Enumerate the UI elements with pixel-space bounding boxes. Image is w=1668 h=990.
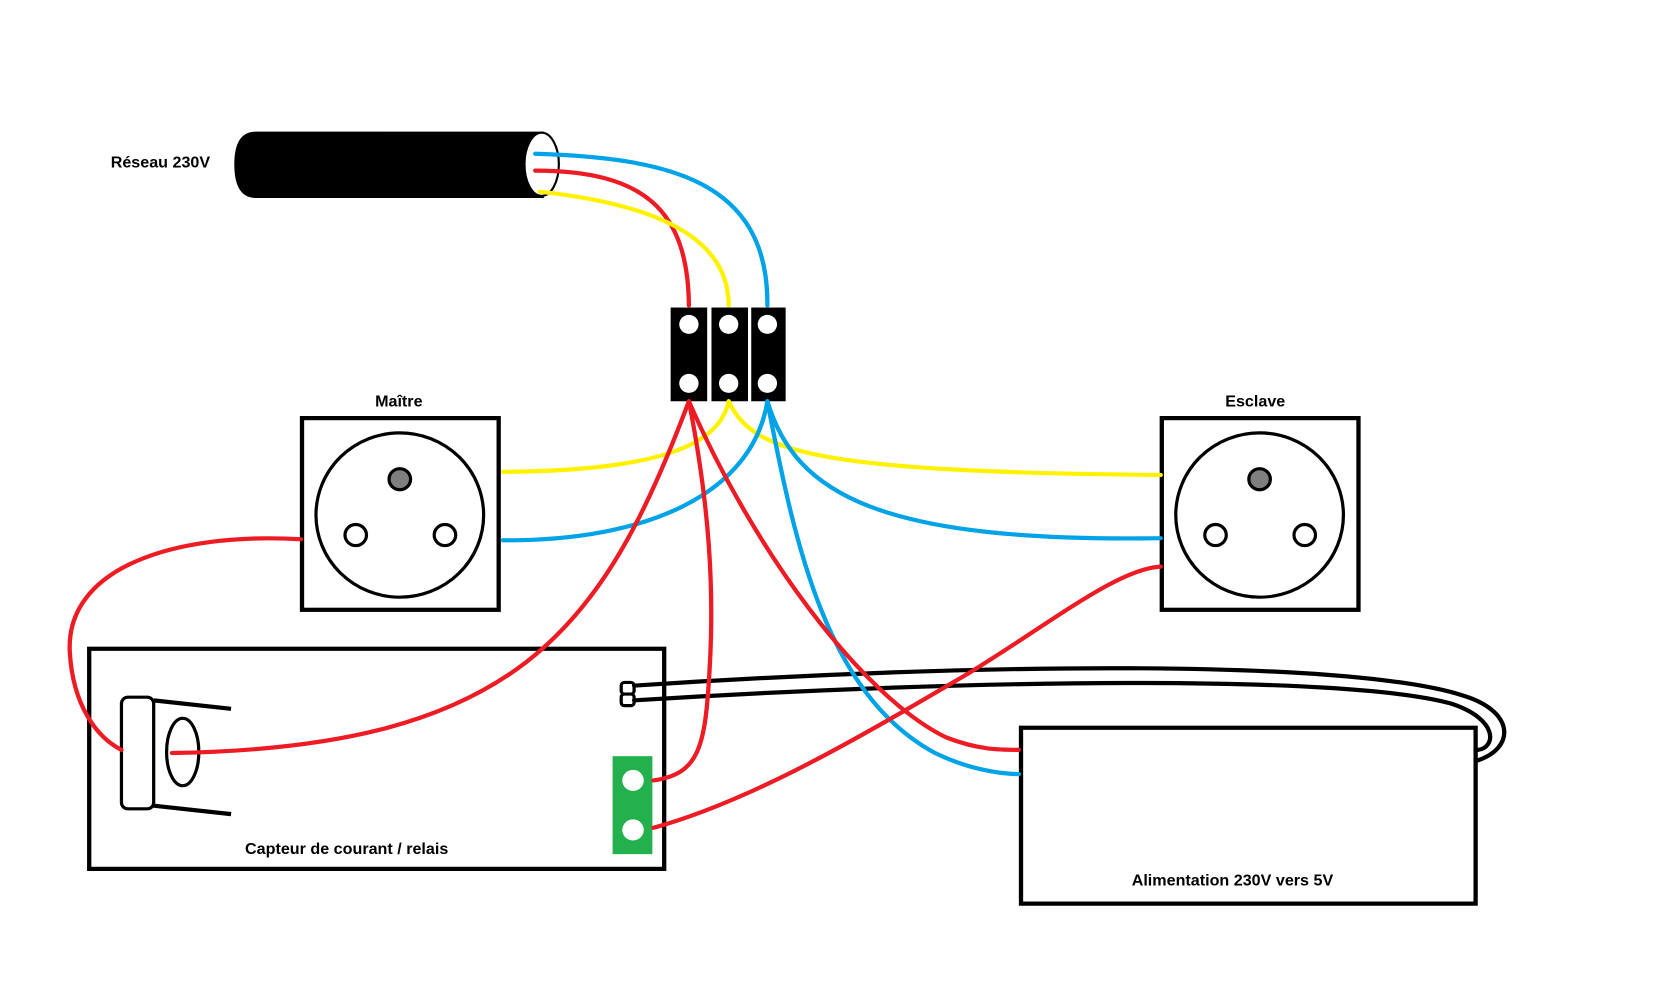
slave-socket-label: Esclave	[1225, 394, 1285, 411]
terminal-screw	[679, 314, 699, 334]
mains-cable	[234, 131, 560, 198]
current-sensor-icon	[119, 695, 232, 817]
wire-phase-relay-in	[651, 399, 714, 783]
sensor-relay-module	[87, 646, 667, 871]
wire-neutral-master	[500, 399, 770, 543]
relay-screw-1	[622, 769, 644, 791]
wire-phase-master-loop	[67, 536, 304, 752]
socket-hole-icon	[343, 522, 369, 548]
wire-phase-relay-slave	[651, 564, 1163, 830]
wire-mains-neutral	[533, 151, 770, 308]
socket-hole-icon	[1203, 522, 1228, 548]
master-socket-face	[314, 431, 486, 599]
slave-socket-frame	[1159, 416, 1361, 612]
wire-earth-slave	[726, 399, 1163, 478]
terminal-screw	[719, 314, 739, 334]
slave-socket-face	[1174, 431, 1346, 599]
slave-socket	[1159, 416, 1361, 612]
wire-earth-master	[500, 399, 731, 474]
master-socket-label: Maître	[375, 394, 423, 411]
terminal-screw	[757, 314, 778, 334]
terminal-screw	[679, 373, 699, 393]
master-socket	[299, 416, 501, 612]
power-supply-frame	[1018, 725, 1478, 906]
wire-phase-psu	[686, 399, 1022, 752]
relay-screw-2	[622, 819, 644, 841]
terminal-screw	[719, 373, 739, 393]
earth-pin-icon	[387, 467, 413, 492]
socket-hole-icon	[1292, 522, 1318, 548]
wire-neutral-psu	[765, 399, 1022, 777]
signal-connector-icon	[619, 680, 636, 708]
sensor-module-frame	[87, 646, 667, 871]
relay-terminal	[612, 756, 653, 855]
wire-phase-sensor	[169, 399, 692, 756]
sensor-module-label: Capteur de courant / relais	[245, 841, 448, 858]
wire-5v-negative	[631, 680, 1493, 752]
terminal-block	[670, 307, 786, 402]
wire-neutral-slave	[765, 399, 1163, 541]
wire-5v-positive	[631, 666, 1507, 763]
terminal-screw	[757, 373, 778, 393]
power-supply-label: Alimentation 230V vers 5V	[1132, 873, 1334, 890]
power-supply	[1018, 725, 1478, 906]
wire-mains-earth	[537, 189, 731, 308]
earth-pin-icon	[1247, 467, 1272, 492]
socket-hole-icon	[432, 522, 458, 548]
wire-mains-phase	[533, 168, 692, 308]
mains-label: Réseau 230V	[111, 155, 211, 172]
master-socket-frame	[299, 416, 501, 612]
mains-cable-end	[523, 131, 560, 197]
mains-cable-body	[234, 131, 544, 198]
